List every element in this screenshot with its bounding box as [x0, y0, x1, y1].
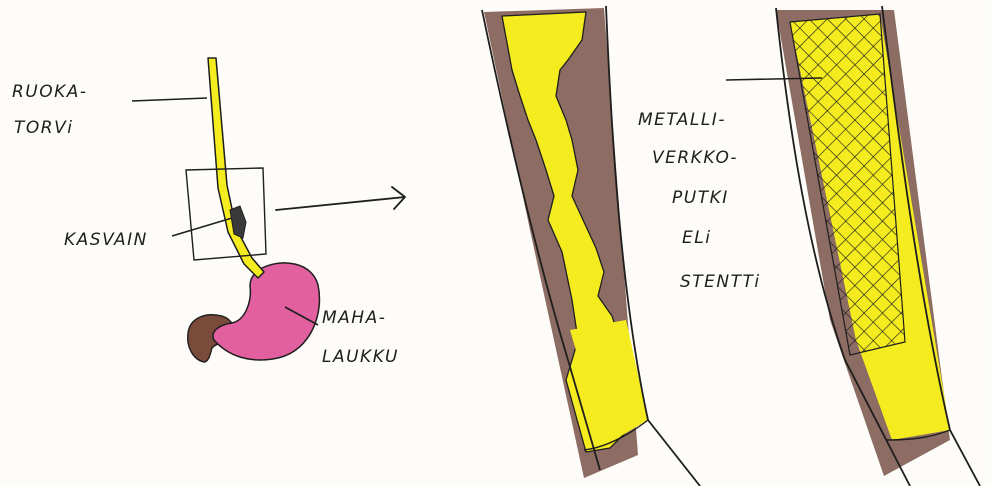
narrowed-esophagus-figure: [482, 6, 700, 486]
esophagus-label-line1: RUOKA-: [12, 82, 88, 102]
tumor-leader-line: [172, 218, 232, 236]
stomach-shape: [213, 263, 320, 360]
stent-label-line4: ELi: [682, 228, 711, 248]
stent-label-line3: PUTKI: [672, 188, 729, 208]
stomach-label-line1: MAHA-: [322, 308, 386, 328]
stent-figure: METALLI- VERKKO- PUTKI ELi STENTTi: [638, 0, 980, 486]
stent-label-line5: STENTTi: [680, 272, 761, 292]
stent-label-line2: VERKKO-: [652, 148, 738, 168]
tumor-label: KASVAIN: [64, 230, 148, 250]
stomach-label-line2: LAUKKU: [322, 347, 399, 367]
esophagus-leader-line: [132, 98, 207, 101]
zoom-arrow: [276, 187, 405, 210]
stent-label-line1: METALLI-: [638, 110, 726, 130]
overview-figure: RUOKA- TORVi KASVAIN MAHA- LAUKKU: [12, 58, 405, 367]
esophagus-label-line2: TORVi: [14, 118, 73, 138]
